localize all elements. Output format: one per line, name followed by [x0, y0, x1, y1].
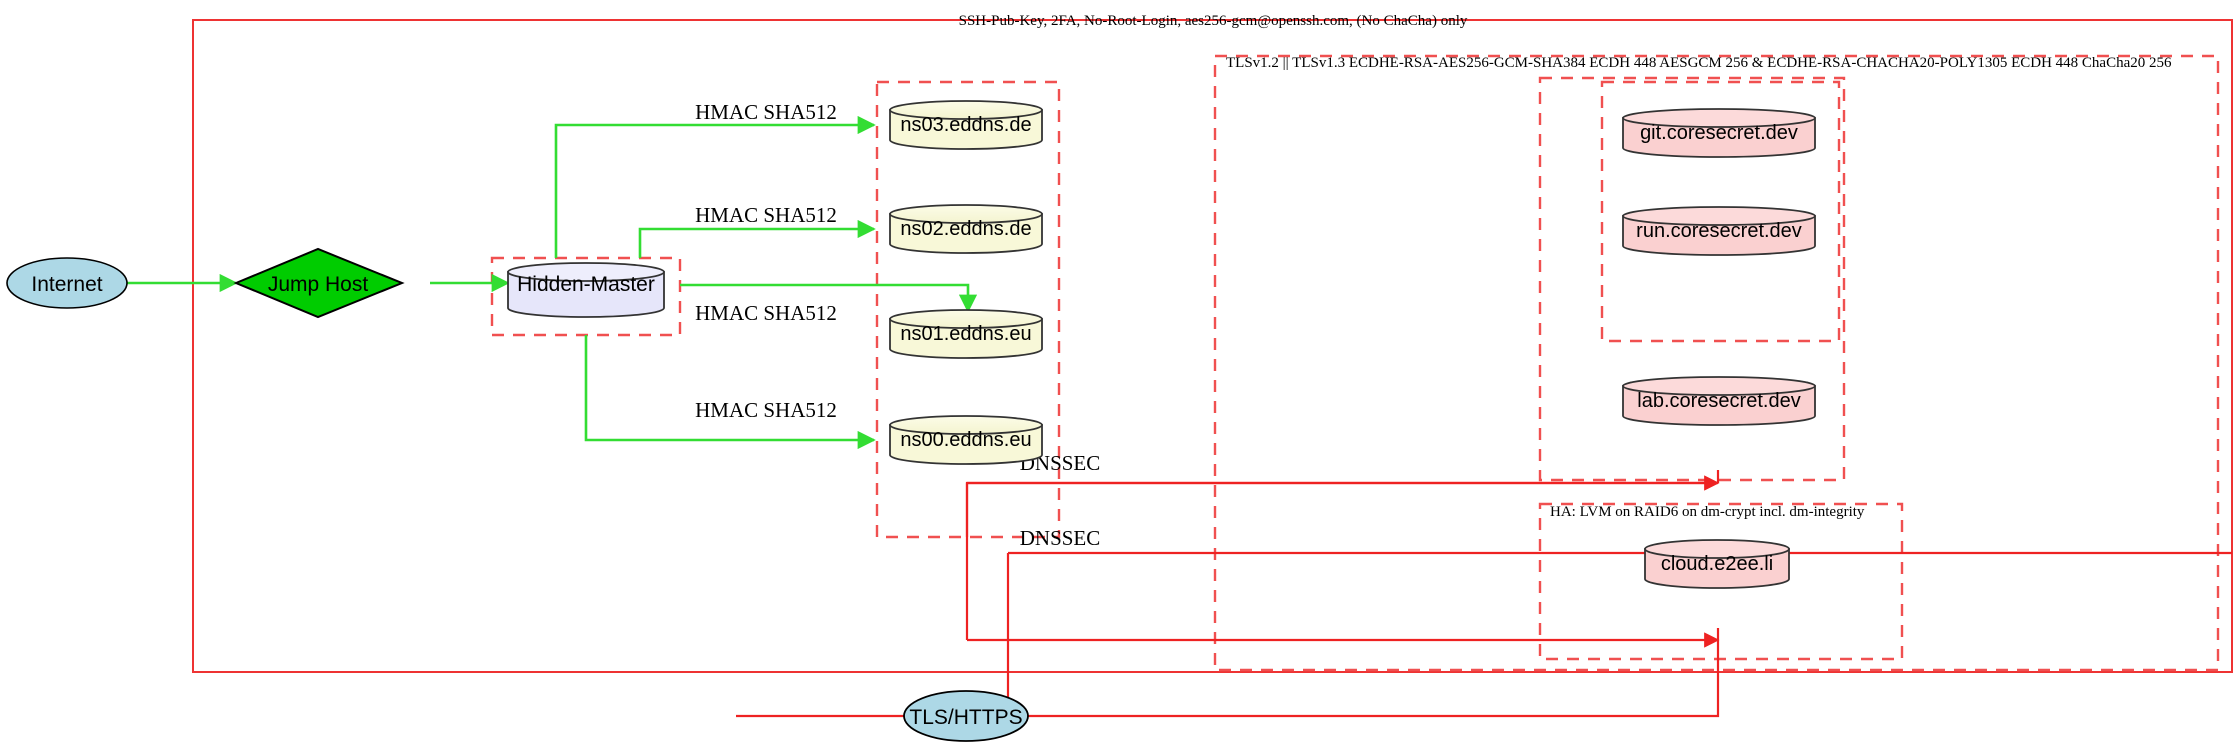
cluster-services	[1600, 80, 1841, 343]
edge-label-hmac-ns00: HMAC SHA512	[695, 398, 837, 422]
cluster-ha	[1538, 502, 1904, 661]
node-ns02-label: ns02.eddns.de	[900, 218, 1031, 240]
node-internet[interactable]: Internet	[6, 257, 128, 309]
cluster-services-outer	[1538, 76, 1846, 482]
edge-label-hmac-ns02: HMAC SHA512	[695, 203, 837, 227]
edge-hm-to-ns00	[584, 335, 876, 450]
cluster-tls-boundary	[1213, 54, 2220, 672]
edge-hm-to-ns01	[680, 283, 978, 313]
node-jump-host[interactable]: Jump Host	[233, 247, 405, 319]
edge-label-hmac-ns03: HMAC SHA512	[695, 100, 837, 124]
node-cloud-e2ee-label: cloud.e2ee.li	[1661, 553, 1773, 575]
node-hidden-master[interactable]: Hidden-Master	[507, 262, 665, 318]
node-ns02[interactable]: ns02.eddns.de	[889, 204, 1043, 254]
node-ns00-label: ns00.eddns.eu	[900, 429, 1031, 451]
node-run-coresecret-label: run.coresecret.dev	[1636, 220, 1802, 242]
node-tls-https-label: TLS/HTTPS	[909, 706, 1022, 729]
edge-label-hmac-ns01: HMAC SHA512	[695, 301, 837, 325]
node-jump-host-label: Jump Host	[268, 273, 369, 296]
node-tls-https[interactable]: TLS/HTTPS	[903, 690, 1029, 742]
node-internet-label: Internet	[31, 273, 102, 296]
node-git-coresecret[interactable]: git.coresecret.dev	[1622, 108, 1816, 158]
cluster-ssh-boundary	[192, 19, 2233, 673]
node-ns03-label: ns03.eddns.de	[900, 114, 1031, 136]
node-ns03[interactable]: ns03.eddns.de	[889, 100, 1043, 150]
cluster-tls-caption: TLSv1.2 || TLSv1.3 ECDHE-RSA-AES256-GCM-…	[1226, 55, 2172, 71]
node-cloud-e2ee[interactable]: cloud.e2ee.li	[1644, 539, 1790, 589]
edge-tls-https-out	[736, 640, 1720, 718]
node-hidden-master-label: Hidden-Master	[517, 273, 655, 296]
node-lab-coresecret[interactable]: lab.coresecret.dev	[1622, 376, 1816, 426]
edge-label-dnssec-lower: DNSSEC	[1020, 526, 1101, 550]
cluster-dns	[875, 80, 1061, 539]
node-git-coresecret-label: git.coresecret.dev	[1640, 122, 1798, 144]
edge-hm-to-ns02	[638, 219, 876, 258]
node-ns01-label: ns01.eddns.eu	[900, 323, 1031, 345]
cluster-ha-caption: HA: LVM on RAID6 on dm-crypt incl. dm-in…	[1550, 504, 1865, 520]
cluster-ssh-caption: SSH-Pub-Key, 2FA, No-Root-Login, aes256-…	[959, 13, 1468, 29]
node-run-coresecret[interactable]: run.coresecret.dev	[1622, 206, 1816, 256]
node-lab-coresecret-label: lab.coresecret.dev	[1637, 390, 1800, 412]
node-ns01[interactable]: ns01.eddns.eu	[889, 309, 1043, 359]
node-ns00[interactable]: ns00.eddns.eu	[889, 415, 1043, 465]
edge-hm-to-ns03	[554, 115, 876, 258]
